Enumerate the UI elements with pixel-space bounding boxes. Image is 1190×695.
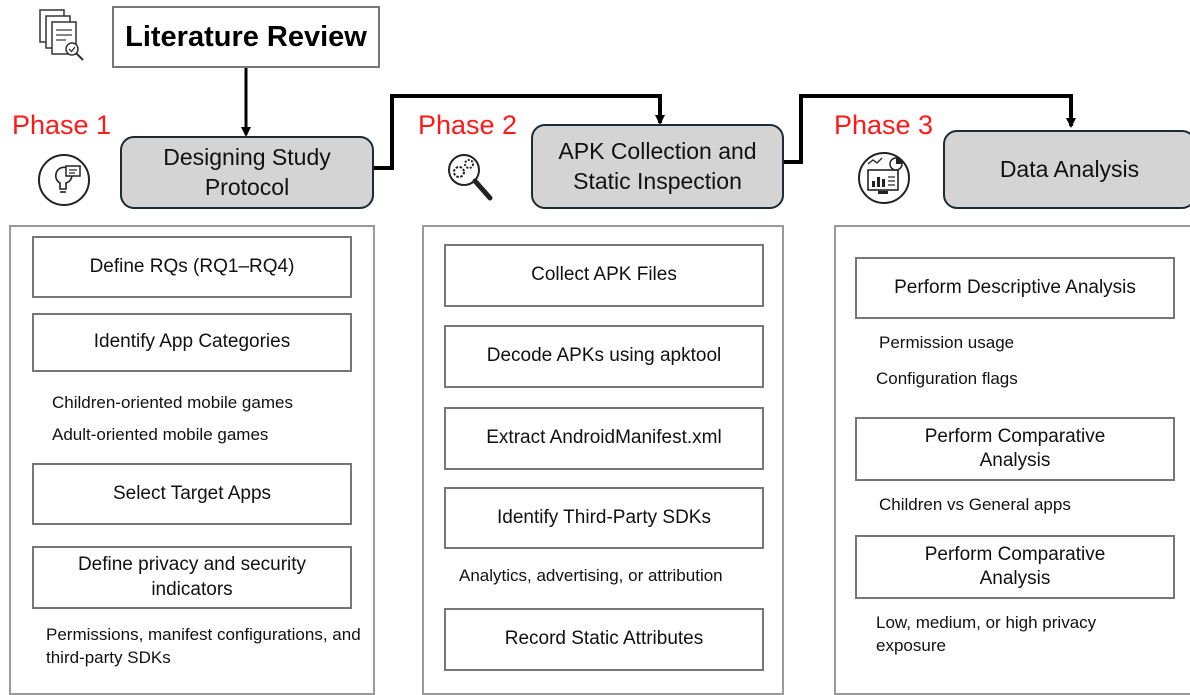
step-descriptive-analysis: Perform Descriptive Analysis bbox=[855, 257, 1175, 319]
note-privacy-exposure: Low, medium, or high privacy exposure bbox=[876, 613, 1097, 655]
step-decode-apks: Decode APKs using apktool bbox=[444, 325, 764, 388]
stage-label: APK Collection and Static Inspection bbox=[558, 137, 757, 194]
stage-label: Data Analysis bbox=[999, 155, 1140, 182]
step-define-rqs: Define RQs (RQ1–RQ4) bbox=[32, 236, 352, 298]
phase-2-label: Phase 2 bbox=[418, 110, 518, 140]
arrow-phase2-to-phase3 bbox=[784, 94, 1076, 164]
step-identify-sdks: Identify Third-Party SDKs bbox=[444, 487, 764, 549]
note-permission-usage: Permission usage bbox=[879, 333, 1015, 352]
stage-apk-collection: APK Collection and Static Inspection bbox=[531, 124, 784, 209]
phase-1-label: Phase 1 bbox=[12, 110, 112, 140]
note-permissions-manifest: Permissions, manifest configurations, an… bbox=[46, 625, 361, 667]
literature-review-title: Literature Review bbox=[125, 20, 367, 53]
phase-1-panel bbox=[9, 225, 375, 695]
note-analytics-advertising: Analytics, advertising, or attribution bbox=[459, 566, 723, 585]
lightbulb-idea-icon bbox=[36, 152, 92, 213]
literature-review-box: Literature Review bbox=[112, 6, 380, 68]
step-collect-apk-files: Collect APK Files bbox=[444, 244, 764, 307]
arrow-phase1-to-phase2 bbox=[374, 94, 665, 170]
stage-designing-study-protocol: Designing Study Protocol bbox=[120, 136, 374, 209]
note-children-games: Children-oriented mobile games bbox=[52, 393, 293, 412]
note-children-vs-general: Children vs General apps bbox=[879, 495, 1071, 514]
document-search-icon bbox=[38, 8, 88, 69]
gear-magnifier-icon bbox=[444, 150, 496, 209]
stage-label: Designing Study Protocol bbox=[163, 143, 331, 200]
step-identify-app-categories: Identify App Categories bbox=[32, 313, 352, 372]
step-select-target-apps: Select Target Apps bbox=[32, 463, 352, 525]
note-configuration-flags: Configuration flags bbox=[876, 369, 1018, 388]
step-comparative-analysis-2: Perform Comparative Analysis bbox=[855, 535, 1175, 599]
analytics-dashboard-icon bbox=[856, 150, 912, 211]
note-adult-games: Adult-oriented mobile games bbox=[52, 425, 269, 444]
stage-data-analysis: Data Analysis bbox=[943, 130, 1190, 209]
step-comparative-analysis-1: Perform Comparative Analysis bbox=[855, 417, 1175, 481]
phase-3-label: Phase 3 bbox=[834, 110, 934, 140]
step-extract-manifest: Extract AndroidManifest.xml bbox=[444, 407, 764, 470]
step-define-indicators: Define privacy and security indicators bbox=[32, 546, 352, 609]
step-record-static-attributes: Record Static Attributes bbox=[444, 608, 764, 671]
